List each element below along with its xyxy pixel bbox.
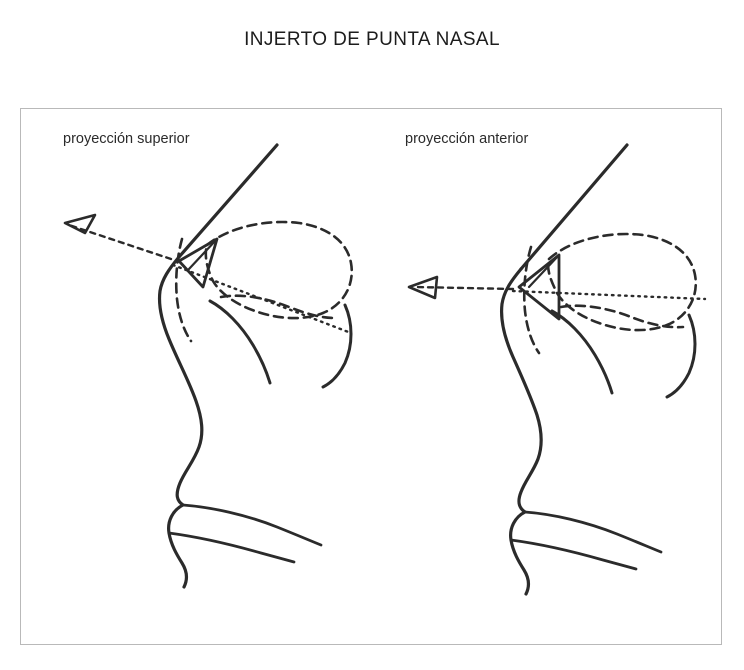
upper-lip-line-right	[523, 510, 663, 554]
page-title: INJERTO DE PUNTA NASAL	[244, 29, 500, 50]
projection-axis-dotted-left	[171, 263, 353, 335]
facial-profile-outline-right	[499, 267, 543, 596]
alar-crease-arc-right	[665, 313, 697, 399]
panel-label-right: proyección anterior	[405, 131, 529, 147]
nasal-dorsum-line-left	[177, 143, 279, 259]
nostril-sill-outline-right	[559, 304, 685, 329]
tip-graft-midline-right	[527, 253, 561, 289]
alar-crease-arc-left	[321, 303, 353, 389]
medial-crus-outline-right	[522, 245, 541, 355]
projection-arrow-head-right	[407, 275, 439, 300]
projection-axis-dotted-right	[511, 289, 707, 301]
lateral-crus-outline-left	[204, 220, 354, 320]
panel-right-artwork	[407, 143, 707, 596]
projection-arrow-shaft-left	[67, 223, 173, 261]
nasal-tip-graft-illustration	[63, 143, 707, 596]
tip-graft-wedge-left	[177, 237, 219, 289]
tip-graft-wedge-right	[517, 253, 561, 321]
lateral-crus-outline-right	[546, 232, 698, 332]
panel-left-artwork	[63, 143, 354, 589]
figure-frame: proyección superior proyección anterior	[20, 108, 722, 645]
panel-label-left: proyección superior	[63, 131, 190, 147]
tip-graft-midline-left	[187, 237, 219, 271]
nostril-sill-outline-left	[219, 294, 337, 320]
lower-lip-line-left	[167, 531, 296, 564]
upper-lip-line-left	[181, 503, 323, 547]
projection-arrow-shaft-right	[413, 285, 515, 291]
projection-arrow-head-left	[63, 213, 97, 235]
alar-groove-line-left	[208, 299, 272, 385]
medial-crus-outline-left	[174, 237, 193, 343]
alar-groove-line-right	[550, 309, 614, 395]
lower-lip-line-right	[509, 538, 638, 571]
facial-profile-outline-left	[157, 255, 204, 589]
nasal-dorsum-line-right	[519, 143, 629, 271]
